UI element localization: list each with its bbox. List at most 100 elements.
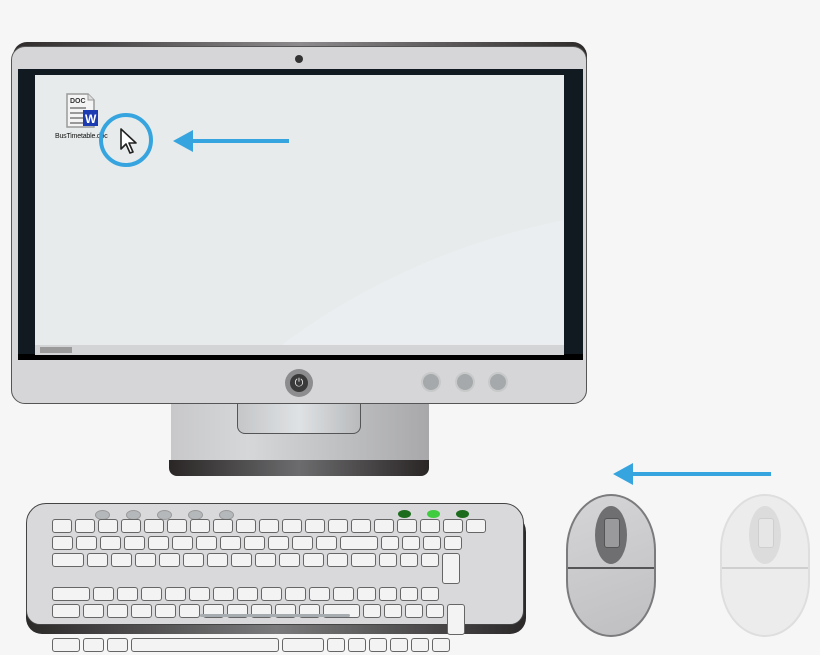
key[interactable] <box>107 638 128 652</box>
key[interactable] <box>131 604 152 618</box>
key[interactable] <box>52 519 72 533</box>
key[interactable] <box>327 638 345 652</box>
key[interactable] <box>167 519 187 533</box>
key[interactable] <box>117 587 138 601</box>
key[interactable] <box>400 587 418 601</box>
key[interactable] <box>244 536 265 550</box>
key[interactable] <box>172 536 193 550</box>
key[interactable] <box>87 553 108 567</box>
key[interactable] <box>411 638 429 652</box>
mouse-current-position[interactable] <box>566 494 656 637</box>
key[interactable] <box>282 519 302 533</box>
scroll-wheel[interactable] <box>604 518 620 548</box>
desktop-file-label[interactable]: BusTimetable.doc <box>55 133 108 140</box>
key[interactable] <box>363 604 381 618</box>
key[interactable] <box>443 519 463 533</box>
key[interactable] <box>213 519 233 533</box>
key[interactable] <box>141 587 162 601</box>
key[interactable] <box>165 587 186 601</box>
key[interactable] <box>466 519 486 533</box>
key[interactable] <box>381 536 399 550</box>
key[interactable] <box>76 536 97 550</box>
key[interactable] <box>432 638 450 652</box>
key[interactable] <box>183 553 204 567</box>
key[interactable] <box>402 536 420 550</box>
key[interactable] <box>316 536 337 550</box>
spacebar-key[interactable] <box>131 638 279 652</box>
key[interactable] <box>421 587 439 601</box>
key[interactable] <box>135 553 156 567</box>
key[interactable] <box>196 536 217 550</box>
desktop-file-icon[interactable]: DOC W <box>66 93 98 133</box>
key[interactable] <box>159 553 180 567</box>
key[interactable] <box>397 519 417 533</box>
key[interactable] <box>292 536 313 550</box>
key[interactable] <box>421 553 439 567</box>
key[interactable] <box>121 519 141 533</box>
key[interactable] <box>420 519 440 533</box>
backspace-key[interactable] <box>340 536 378 550</box>
key[interactable] <box>268 536 289 550</box>
key[interactable] <box>220 536 241 550</box>
key[interactable] <box>351 519 371 533</box>
key[interactable] <box>285 587 306 601</box>
shift-key[interactable] <box>52 604 80 618</box>
key[interactable] <box>384 604 402 618</box>
key[interactable] <box>52 536 73 550</box>
key[interactable] <box>348 638 366 652</box>
key[interactable] <box>255 553 276 567</box>
caps-lock-key[interactable] <box>52 587 90 601</box>
key[interactable] <box>405 604 423 618</box>
monitor-button-3[interactable] <box>488 372 508 392</box>
key[interactable] <box>83 638 104 652</box>
key[interactable] <box>189 587 210 601</box>
key[interactable] <box>328 519 348 533</box>
key[interactable] <box>444 536 462 550</box>
key[interactable] <box>83 604 104 618</box>
key[interactable] <box>98 519 118 533</box>
key[interactable] <box>107 604 128 618</box>
key[interactable] <box>379 553 397 567</box>
enter-key[interactable] <box>351 553 376 567</box>
key[interactable] <box>100 536 121 550</box>
ctrl-key[interactable] <box>52 638 80 652</box>
key[interactable] <box>75 519 95 533</box>
key[interactable] <box>148 536 169 550</box>
monitor-button-1[interactable] <box>421 372 441 392</box>
key[interactable] <box>111 553 132 567</box>
key[interactable] <box>144 519 164 533</box>
key[interactable] <box>369 638 387 652</box>
key[interactable] <box>357 587 376 601</box>
key[interactable] <box>333 587 354 601</box>
key[interactable] <box>93 587 114 601</box>
key[interactable] <box>179 604 200 618</box>
keyboard-media-button[interactable] <box>157 510 172 520</box>
key[interactable] <box>213 587 234 601</box>
tab-key[interactable] <box>52 553 84 567</box>
key[interactable] <box>303 553 324 567</box>
key[interactable] <box>190 519 210 533</box>
key[interactable] <box>237 587 258 601</box>
key[interactable] <box>305 519 325 533</box>
key[interactable] <box>374 519 394 533</box>
key[interactable] <box>390 638 408 652</box>
key[interactable] <box>279 553 300 567</box>
key[interactable] <box>155 604 176 618</box>
key[interactable] <box>423 536 441 550</box>
key[interactable] <box>426 604 444 618</box>
key[interactable] <box>124 536 145 550</box>
key[interactable] <box>259 519 279 533</box>
key[interactable] <box>327 553 348 567</box>
numpad-plus-key[interactable] <box>442 553 460 584</box>
key[interactable] <box>400 553 418 567</box>
key[interactable] <box>379 587 397 601</box>
key[interactable] <box>207 553 228 567</box>
key[interactable] <box>231 553 252 567</box>
numpad-enter-key[interactable] <box>447 604 465 635</box>
key[interactable] <box>236 519 256 533</box>
monitor-button-2[interactable] <box>455 372 475 392</box>
power-button[interactable]: ⏻ <box>285 369 313 397</box>
start-button[interactable] <box>40 347 72 353</box>
key[interactable] <box>261 587 282 601</box>
key[interactable] <box>309 587 330 601</box>
